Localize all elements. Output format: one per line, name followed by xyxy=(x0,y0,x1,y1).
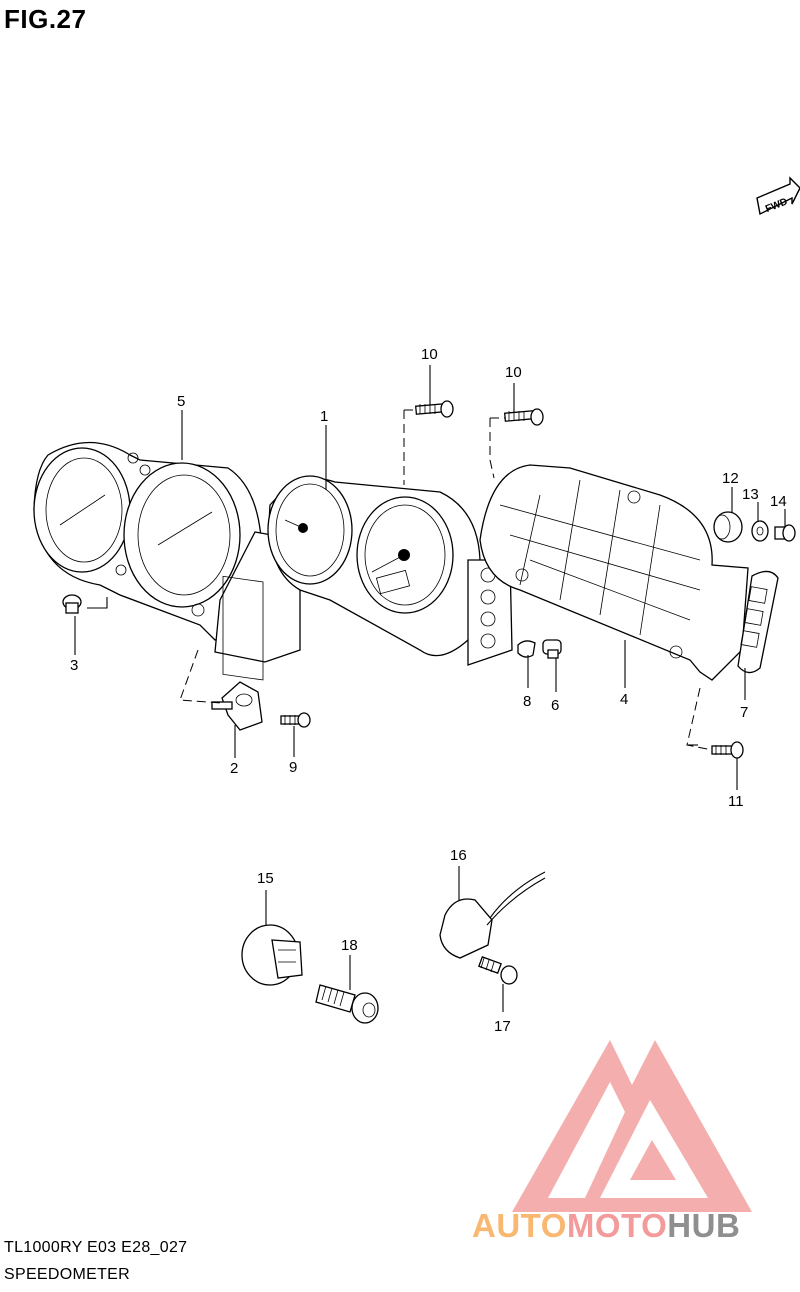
part-12-grommet xyxy=(713,511,743,543)
callout-1: 1 xyxy=(320,408,328,425)
callout-6: 6 xyxy=(551,697,559,714)
watermark-logo xyxy=(512,1040,752,1212)
callout-16: 16 xyxy=(450,847,467,864)
callout-15: 15 xyxy=(257,870,274,887)
callout-5: 5 xyxy=(177,393,185,410)
callout-4: 4 xyxy=(620,691,628,708)
part-3-cushion xyxy=(62,594,82,614)
callout-11: 11 xyxy=(728,793,744,810)
callout-13: 13 xyxy=(742,486,759,503)
callout-17: 17 xyxy=(494,1018,511,1035)
part-4-meter-case xyxy=(479,464,749,681)
model-code: TL1000RY E03 E28_027 xyxy=(4,1239,188,1256)
part-18-bolt xyxy=(315,984,379,1024)
assembly-dashed-lines xyxy=(179,409,713,751)
part-11-screw xyxy=(711,741,744,759)
callout-18: 18 xyxy=(341,937,358,954)
callout-8: 8 xyxy=(523,693,531,710)
callout-7: 7 xyxy=(740,704,748,721)
callout-10-left: 10 xyxy=(421,346,438,363)
callout-10-right: 10 xyxy=(505,364,522,381)
callout-12: 12 xyxy=(722,470,739,487)
watermark-hub: HUB xyxy=(667,1207,741,1244)
part-8-bulb xyxy=(517,640,536,658)
part-16-speed-sensor xyxy=(439,871,546,959)
fwd-arrow-icon: FWD xyxy=(756,176,800,215)
part-15-gear-unit xyxy=(241,924,303,986)
part-13-washer xyxy=(751,520,769,542)
part-7-indicator-panel xyxy=(737,570,779,674)
part-17-bolt xyxy=(478,956,518,985)
watermark-auto: AUTO xyxy=(472,1207,567,1244)
part-2-bulb-socket xyxy=(211,681,263,731)
watermark-text: AUTOMOTOHUB xyxy=(472,1207,740,1245)
part-10-screw-right xyxy=(504,408,544,426)
callout-9: 9 xyxy=(289,759,297,776)
callout-14: 14 xyxy=(770,493,787,510)
part-10-screw-left xyxy=(415,400,454,418)
callout-labels: 1 2 3 4 5 6 7 8 9 10 10 11 12 13 14 15 1… xyxy=(70,346,787,1035)
part-6-socket xyxy=(542,639,562,659)
figure-title: FIG.27 xyxy=(4,4,87,34)
diagram-name: SPEEDOMETER xyxy=(4,1266,130,1283)
callout-2: 2 xyxy=(230,760,238,777)
callout-3: 3 xyxy=(70,657,78,674)
part-1-meter-assembly xyxy=(267,475,513,666)
part-9-screw xyxy=(280,712,311,728)
leader-lines xyxy=(74,365,786,1012)
part-14-screw xyxy=(774,524,796,542)
watermark-moto: MOTO xyxy=(566,1207,668,1244)
